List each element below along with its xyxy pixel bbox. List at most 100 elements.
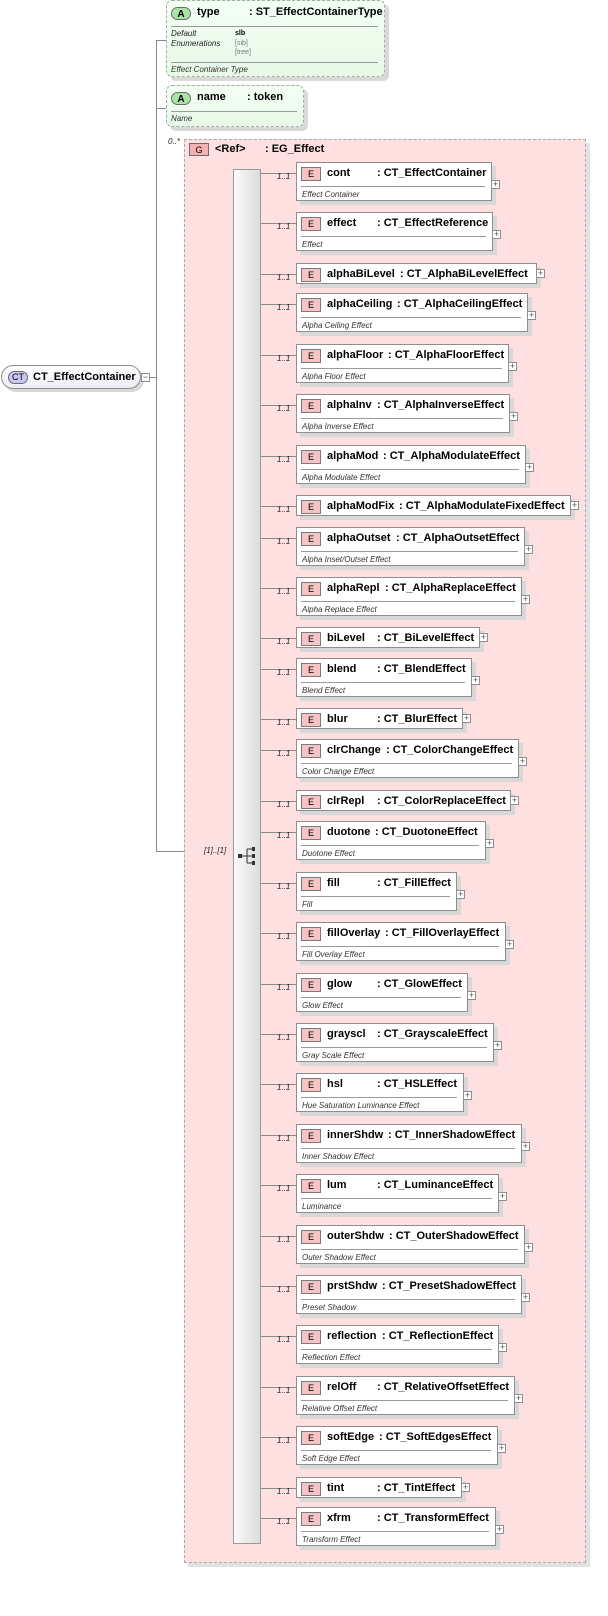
expand-icon[interactable]: + [497,1443,506,1453]
element-doc: Fill [302,900,313,909]
element-cardinality: 1..1 [277,1487,291,1496]
expand-icon[interactable]: + [518,756,527,766]
element-separator [301,845,479,846]
expand-icon[interactable]: + [495,1524,504,1534]
element-type: : CT_ColorChangeEffect [386,744,514,756]
expand-icon[interactable]: + [463,1090,472,1100]
expand-icon[interactable]: + [570,500,579,510]
element-badge-icon: E [301,167,321,181]
expand-icon[interactable]: + [524,544,533,554]
element-type: : CT_SoftEdgesEffect [379,1431,492,1443]
element-cardinality: 1..1 [277,505,291,514]
expand-icon[interactable]: + [491,179,500,189]
expand-icon[interactable]: + [508,361,517,371]
element-cardinality: 1..1 [277,718,291,727]
element-name: alphaRepl [327,582,380,594]
attr-type-connector [156,40,166,41]
element-connector [261,1236,296,1237]
enumeration-values: slb [sib] [tree] [235,29,251,58]
element-cardinality: 1..1 [277,537,291,546]
element-name: blend [327,663,357,675]
expand-icon[interactable]: + [467,990,476,1000]
expand-icon[interactable]: + [527,310,536,320]
expand-icon[interactable]: + [514,1393,523,1403]
expand-icon[interactable]: + [462,713,471,723]
element-separator [301,1047,487,1048]
element-separator [301,1097,457,1098]
element-connector [261,538,296,539]
expand-icon[interactable]: + [536,268,545,278]
expand-icon[interactable]: + [509,411,518,421]
element-connector [261,173,296,174]
element-badge-icon: E [301,978,321,992]
expand-icon[interactable]: + [498,1191,507,1201]
element-doc: Effect [302,240,323,249]
expand-icon[interactable]: + [525,462,534,472]
element-type: : CT_EffectContainer [377,167,487,179]
expand-icon[interactable]: + [456,889,465,899]
element-type: : CT_FillEffect [377,877,451,889]
element-cardinality: 1..1 [277,1033,291,1042]
element-separator [301,418,503,419]
element-name: innerShdw [327,1129,384,1141]
expand-icon[interactable]: + [521,1292,530,1302]
element-name: fillOverlay [327,927,381,939]
element-separator [301,896,450,897]
expand-icon[interactable]: + [479,632,488,642]
expand-icon[interactable]: + [521,594,530,604]
root-complex-type[interactable]: CT CT_EffectContainer [1,365,141,389]
expand-icon[interactable]: + [524,1242,533,1252]
expand-icon[interactable]: + [505,939,514,949]
expand-icon[interactable]: + [521,1141,530,1151]
expand-icon[interactable]: + [510,795,519,805]
attribute-name-box[interactable]: A name : token Name [166,85,304,127]
element-cardinality: 1..1 [277,1386,291,1395]
element-badge-icon: E [301,399,321,413]
element-cardinality: 1..1 [277,303,291,312]
expand-icon[interactable]: + [485,838,494,848]
attribute-type[interactable]: A type : ST_EffectContainerType Default … [166,0,385,77]
element-badge-icon: E [301,795,321,809]
collapse-icon[interactable]: − [141,372,150,382]
expand-icon[interactable]: + [493,1040,502,1050]
element-connector [261,801,296,802]
expand-icon[interactable]: + [471,675,480,685]
default-label: Default [171,29,197,38]
expand-icon[interactable]: + [492,229,501,239]
element-cardinality: 1..1 [277,749,291,758]
expand-icon[interactable]: + [498,1342,507,1352]
element-name: lum [327,1179,347,1191]
expand-icon[interactable]: + [461,1482,470,1492]
element-badge-icon: E [301,450,321,464]
